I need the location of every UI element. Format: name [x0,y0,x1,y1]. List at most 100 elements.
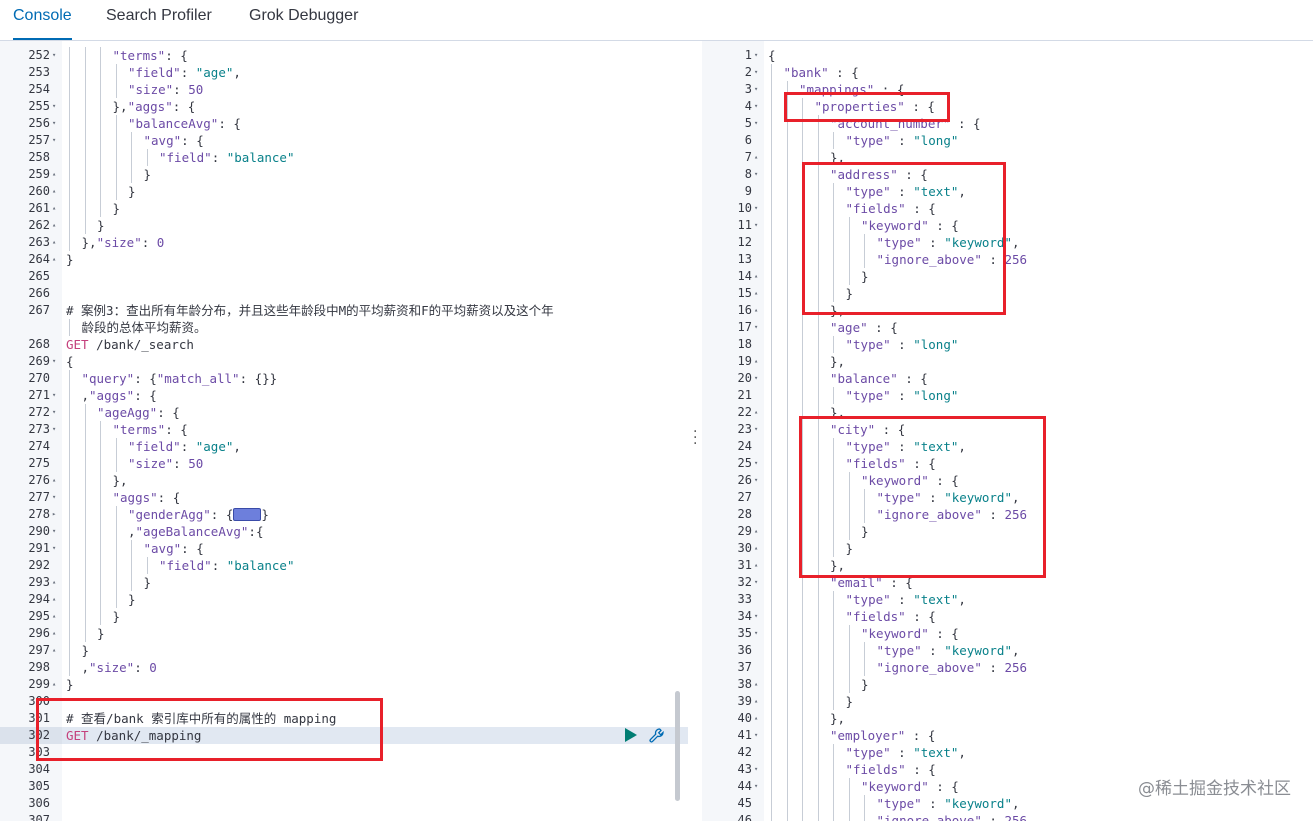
tab-search-profiler[interactable]: Search Profiler [106,7,212,24]
indent-guide [817,353,819,370]
fold-toggle-icon[interactable]: ▴ [52,255,57,263]
fold-toggle-icon[interactable]: ▸ [52,510,57,518]
indent-guide [100,132,101,149]
fold-toggle-icon[interactable]: ▴ [754,408,759,416]
fold-toggle-icon[interactable]: ▴ [52,187,57,195]
fold-toggle-icon[interactable]: ▴ [754,289,759,297]
line-number: 33 [737,592,752,606]
fold-toggle-icon[interactable]: ▴ [52,170,57,178]
indent-guide [786,421,788,438]
line-number: 41 [737,728,752,742]
indent-guide [771,710,772,727]
code-token: }, [830,150,846,165]
fold-toggle-icon[interactable]: ▴ [52,221,57,229]
fold-toggle-icon[interactable]: ▾ [754,476,759,484]
indent-guide [817,727,819,744]
indent-guide [817,455,819,472]
fold-toggle-icon[interactable]: ▾ [754,782,759,790]
fold-toggle-icon[interactable]: ▾ [754,119,759,127]
fold-toggle-icon[interactable]: ▴ [52,578,57,586]
fold-toggle-icon[interactable]: ▴ [52,629,57,637]
wrench-icon[interactable] [648,727,666,745]
fold-toggle-icon[interactable]: ▴ [52,238,57,246]
fold-toggle-icon[interactable]: ▴ [52,204,57,212]
fold-toggle-icon[interactable]: ▴ [754,306,759,314]
fold-toggle-icon[interactable]: ▴ [754,561,759,569]
fold-toggle-icon[interactable]: ▾ [754,731,759,739]
indent-guide [786,778,788,795]
fold-toggle-icon[interactable]: ▾ [52,425,57,433]
code-line: "fields" : { [846,761,936,778]
fold-toggle-icon[interactable]: ▴ [754,680,759,688]
fold-toggle-icon[interactable]: ▾ [754,612,759,620]
fold-toggle-icon[interactable]: ▴ [754,697,759,705]
code-token: } [66,677,74,692]
code-token: , [233,65,241,80]
fold-toggle-icon[interactable]: ▴ [754,153,759,161]
fold-toggle-icon[interactable]: ▴ [52,476,57,484]
line-number: 307 [28,813,50,821]
fold-toggle-icon[interactable]: ▾ [754,578,759,586]
fold-toggle-icon[interactable]: ▴ [52,646,57,654]
line-number: 299 [28,677,50,691]
fold-toggle-icon[interactable]: ▾ [754,765,759,773]
active-line-gutter [0,727,62,744]
indent-guide [786,353,788,370]
fold-toggle-icon[interactable]: ▾ [754,51,759,59]
fold-toggle-icon[interactable]: ▴ [754,544,759,552]
fold-toggle-icon[interactable]: ▾ [754,425,759,433]
fold-toggle-icon[interactable]: ▴ [754,272,759,280]
fold-toggle-icon[interactable]: ▾ [52,408,57,416]
fold-toggle-icon[interactable]: ▾ [52,493,57,501]
code-token: : { [181,541,204,556]
fold-toggle-icon[interactable]: ▾ [52,102,57,110]
fold-toggle-icon[interactable]: ▾ [52,119,57,127]
fold-toggle-icon[interactable]: ▾ [52,136,57,144]
indent-guide [802,251,803,268]
request-scrollbar[interactable] [675,691,680,801]
indent-guide [786,574,788,591]
collapsed-block-icon[interactable] [233,508,262,521]
code-token: : { [928,626,959,641]
fold-toggle-icon[interactable]: ▾ [52,544,57,552]
code-line: "balanceAvg": { [128,115,241,132]
drag-handle-icon[interactable]: ··· [693,424,698,452]
fold-toggle-icon[interactable]: ▾ [754,68,759,76]
indent-guide [817,387,819,404]
fold-toggle-icon[interactable]: ▾ [52,357,57,365]
line-number: 18 [737,337,752,351]
fold-toggle-icon[interactable]: ▾ [52,51,57,59]
fold-toggle-icon[interactable]: ▾ [754,102,759,110]
fold-toggle-icon[interactable]: ▾ [754,221,759,229]
fold-toggle-icon[interactable]: ▾ [754,374,759,382]
fold-toggle-icon[interactable]: ▾ [754,323,759,331]
tab-console[interactable]: Console [13,0,72,40]
fold-toggle-icon[interactable]: ▴ [754,527,759,535]
fold-toggle-icon[interactable]: ▾ [52,527,57,535]
fold-toggle-icon[interactable]: ▾ [52,391,57,399]
fold-toggle-icon[interactable]: ▾ [754,629,759,637]
fold-toggle-icon[interactable]: ▾ [754,459,759,467]
fold-toggle-icon[interactable]: ▾ [754,204,759,212]
fold-toggle-icon[interactable]: ▴ [754,714,759,722]
tab-grok-debugger[interactable]: Grok Debugger [249,7,359,24]
fold-toggle-icon[interactable]: ▴ [754,357,759,365]
fold-toggle-icon[interactable]: ▴ [52,680,57,688]
fold-toggle-icon[interactable]: ▴ [52,595,57,603]
fold-toggle-icon[interactable]: ▴ [52,612,57,620]
code-line: "address" : { [830,166,928,183]
play-icon[interactable] [624,727,638,743]
indent-guide [817,693,819,710]
fold-toggle-icon[interactable]: ▾ [754,170,759,178]
pane-splitter[interactable]: ··· [688,41,702,821]
code-line: } [97,217,105,234]
code-line: { [768,47,776,64]
indent-guide [833,591,834,608]
fold-toggle-icon[interactable]: ▾ [754,85,759,93]
request-code-area[interactable]: "terms": {"field": "age","size": 50},"ag… [62,41,688,821]
indent-guide [115,506,117,523]
code-token: : { [134,388,157,403]
indent-guide [100,98,101,115]
indent-guide [802,268,803,285]
